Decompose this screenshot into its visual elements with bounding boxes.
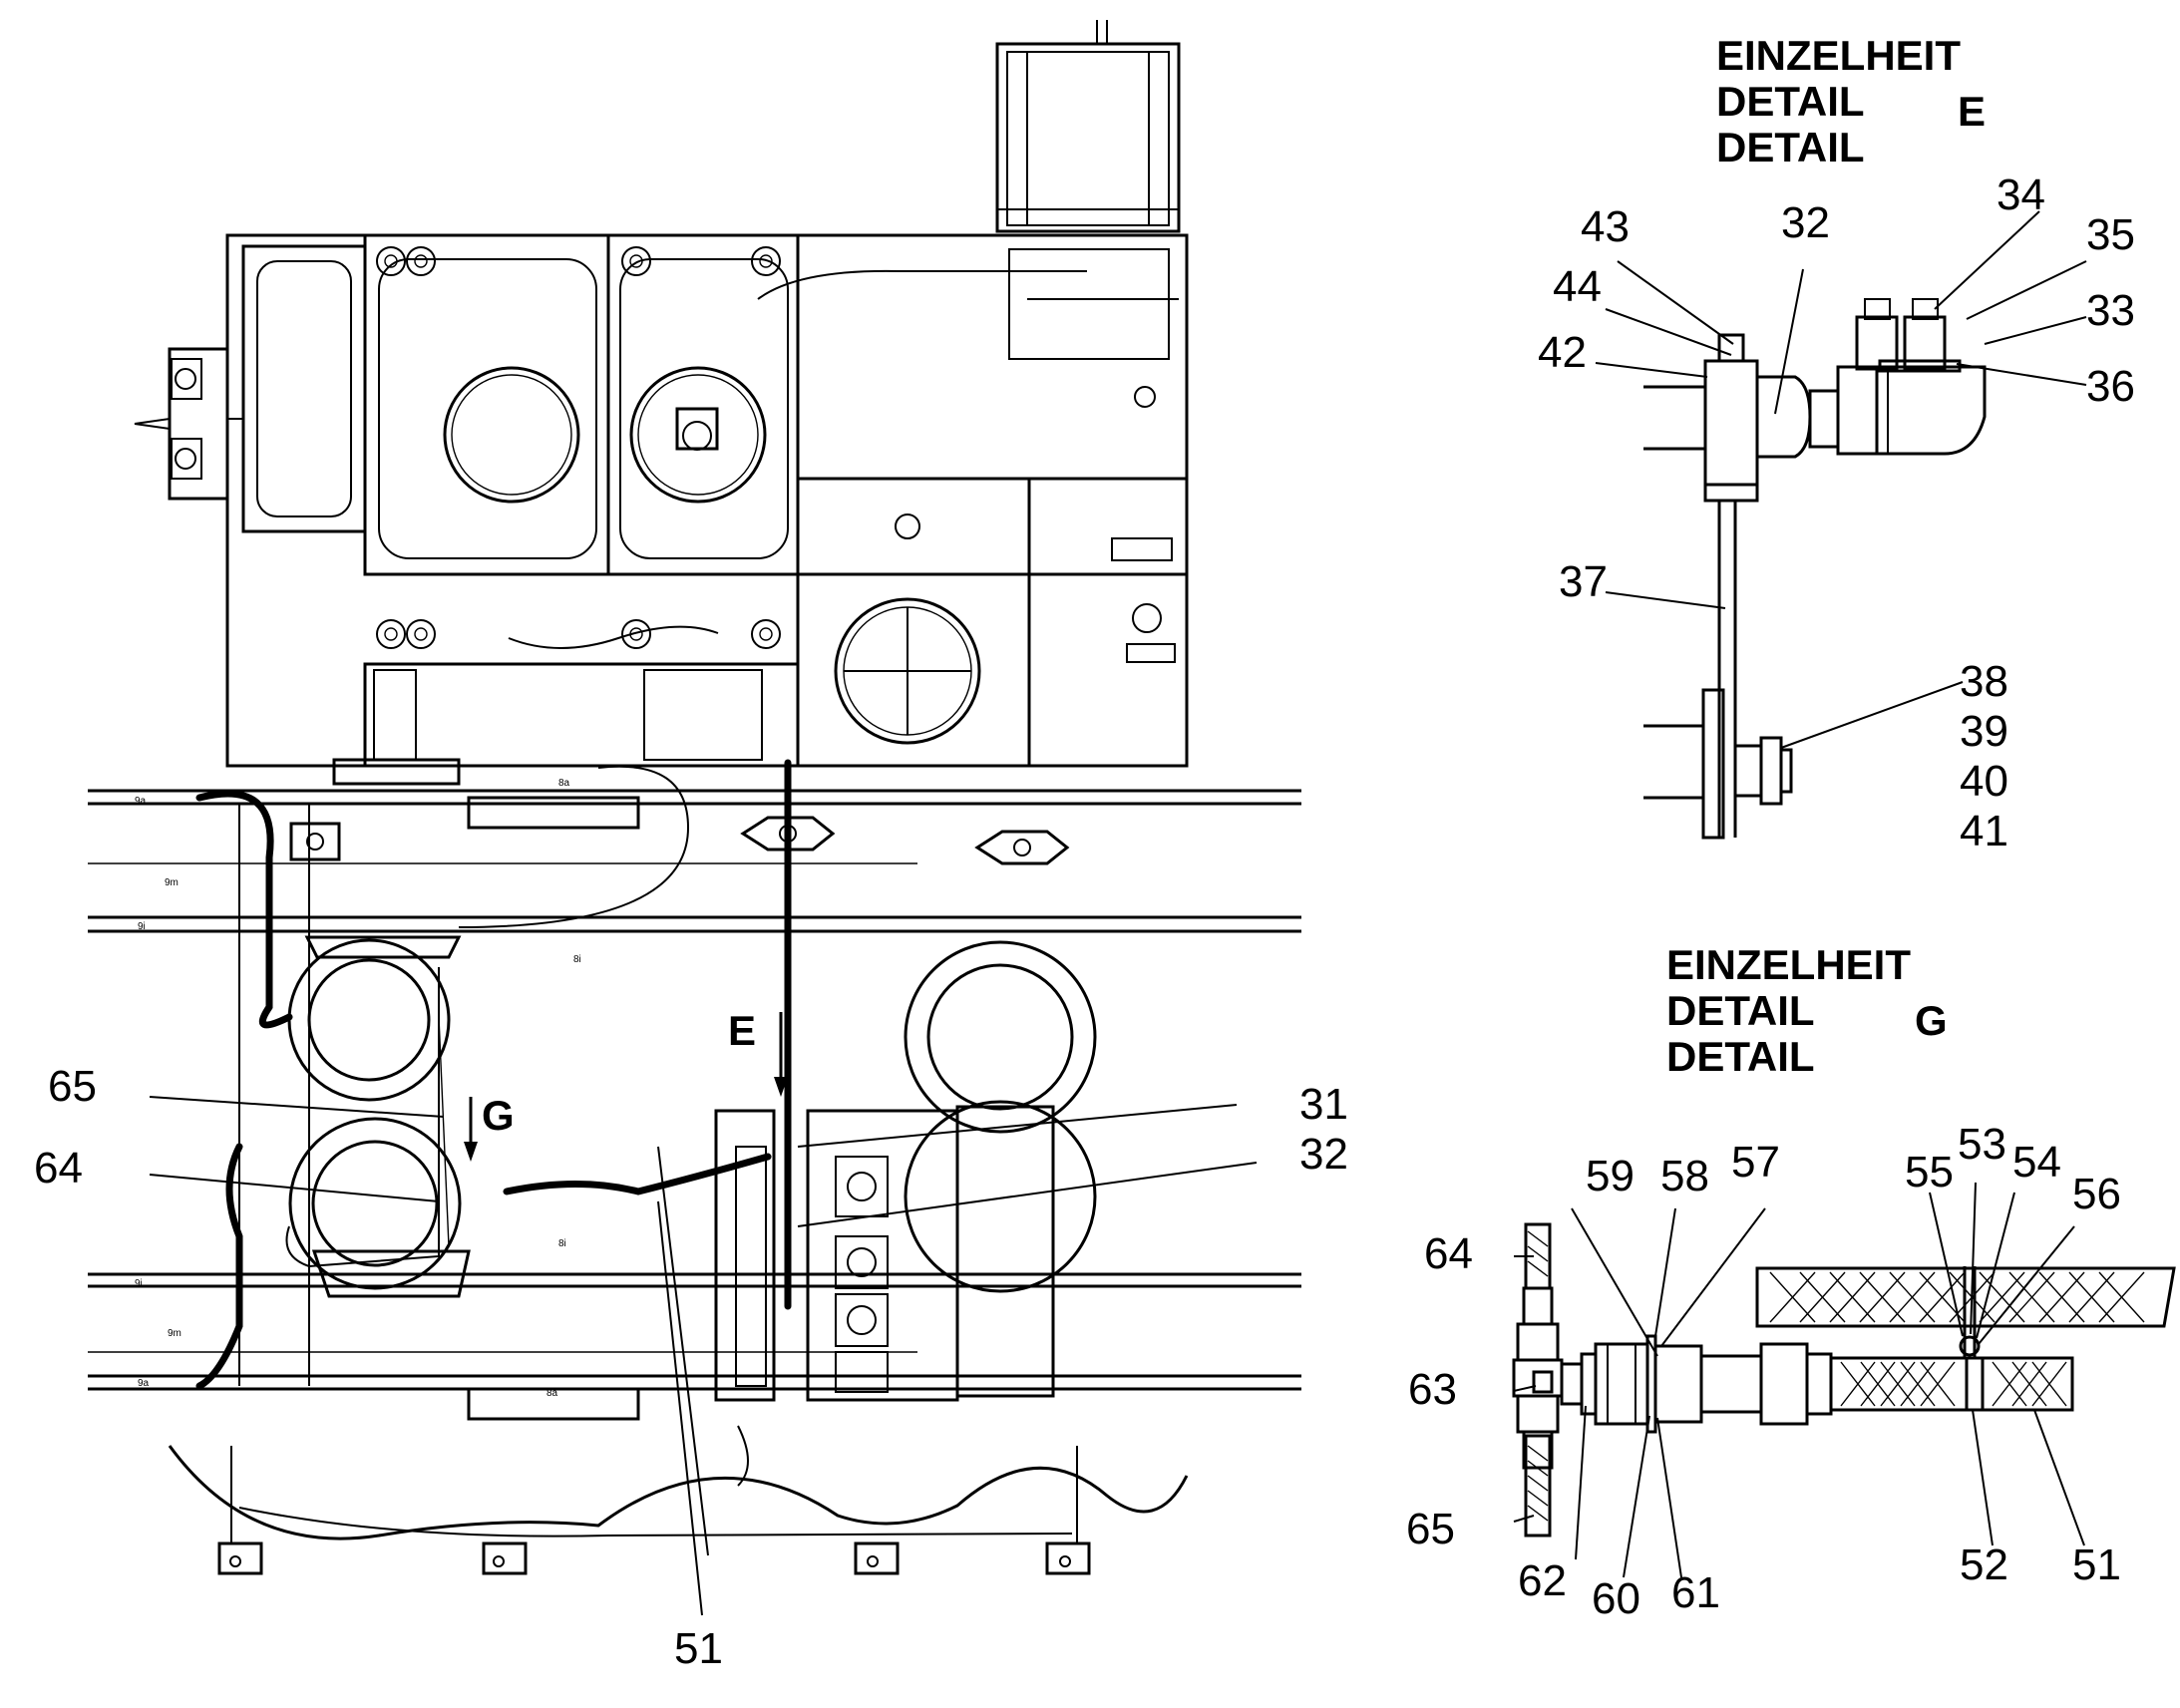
callout-60-detail-g: 60 [1592,1574,1640,1623]
callout-44-detail-e: 44 [1553,262,1602,311]
detail-e: EINZELHEIT DETAIL DETAIL E [1538,32,2135,855]
callout-42-detail-e: 42 [1538,328,1587,377]
callout-62-detail-g: 62 [1518,1556,1567,1605]
callout-43-detail-e: 43 [1581,202,1630,251]
tag-9i-bot: 9i [135,1278,143,1289]
tag-9i-top: 9i [138,921,146,932]
tag-8a-bot: 8a [546,1388,558,1399]
detail-g-heading-2: DETAIL [1666,987,1815,1034]
callout-64-main: 64 [34,1144,83,1193]
callout-63-detail-g: 63 [1408,1365,1457,1414]
callout-52-detail-g: 52 [1960,1540,2008,1589]
detail-g-letter: G [1915,997,1948,1044]
callout-51-detail-g: 51 [2072,1540,2121,1589]
callout-64-detail-g: 64 [1424,1229,1473,1278]
view-g-letter: G [482,1092,515,1139]
callout-57-detail-g: 57 [1731,1138,1780,1187]
callout-58-detail-g: 58 [1660,1152,1709,1200]
detail-e-heading-3: DETAIL [1716,124,1865,171]
tag-8i-top: 8i [573,954,581,965]
valve-block [714,1109,959,1402]
hydraulic-hoses [195,269,1087,1556]
hydraulic-tank [995,20,1181,408]
detail-e-heading-1: EINZELHEIT [1716,32,1961,79]
tag-9a-top: 9a [135,796,147,807]
callout-32-main: 32 [1299,1130,1348,1179]
callout-53-detail-g: 53 [1958,1120,2006,1169]
callout-35-detail-e: 35 [2086,210,2135,259]
callout-55-detail-g: 55 [1905,1148,1954,1196]
main-assembly-view: 9a 8a 9m 9i 8i 9i 8i 9m 9a 8a E G [34,20,1348,1673]
tag-8i-bot: 8i [558,1238,566,1249]
callout-40-detail-e: 40 [1960,757,2008,806]
tag-8a-top: 8a [558,778,570,789]
callout-38-detail-e: 38 [1960,657,2008,706]
detail-g-heading-1: EINZELHEIT [1666,941,1911,988]
callout-59-detail-g: 59 [1586,1152,1635,1200]
view-e-letter: E [728,1007,756,1054]
callout-65-detail-g: 65 [1406,1505,1455,1553]
callout-34-detail-e: 34 [1997,171,2045,219]
upper-machine-body [134,233,1189,768]
callout-61-detail-g: 61 [1671,1568,1720,1617]
tag-9m-bot: 9m [168,1328,182,1339]
detail-e-letter: E [1958,88,1986,135]
frame-beams [88,758,1301,1421]
tag-9m-top: 9m [165,877,179,888]
callout-31-main: 31 [1299,1080,1348,1129]
callout-65-main: 65 [48,1062,97,1111]
view-markers: E G [464,1007,788,1162]
callout-32-detail-e: 32 [1781,198,1830,247]
detail-g-heading-3: DETAIL [1666,1033,1815,1080]
callout-39-detail-e: 39 [1960,707,2008,756]
detail-g: EINZELHEIT DETAIL DETAIL G [1406,941,2176,1623]
main-callouts: 65 64 31 32 51 [34,1062,1348,1673]
callout-56-detail-g: 56 [2072,1170,2121,1218]
detail-e-heading-2: DETAIL [1716,78,1865,125]
callout-37-detail-e: 37 [1559,557,1608,606]
undercarriage [168,1445,1189,1575]
callout-33-detail-e: 33 [2086,286,2135,335]
callout-54-detail-g: 54 [2012,1138,2061,1187]
lifting-lugs [289,816,1070,865]
tag-9a-bot: 9a [138,1378,150,1389]
callout-36-detail-e: 36 [2086,362,2135,411]
frame-tags: 9a 8a 9m 9i 8i 9i 8i 9m 9a 8a [135,778,581,1399]
slewing-rings [287,935,1097,1398]
callout-51-main: 51 [674,1624,723,1673]
callout-41-detail-e: 41 [1960,807,2008,855]
